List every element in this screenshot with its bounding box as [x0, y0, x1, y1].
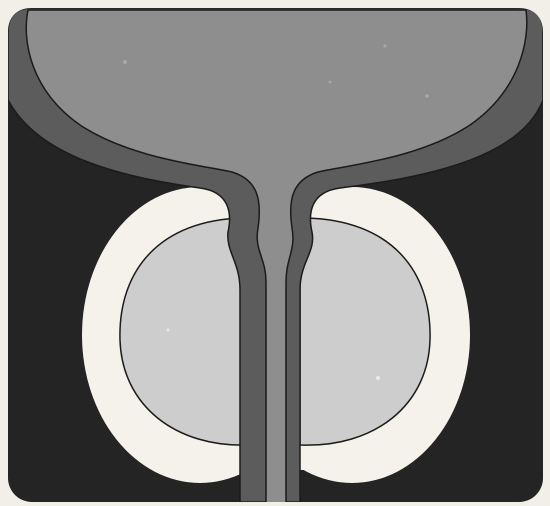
illustration-canvas: [0, 0, 550, 506]
bladder-prostate-diagram: [0, 0, 550, 506]
